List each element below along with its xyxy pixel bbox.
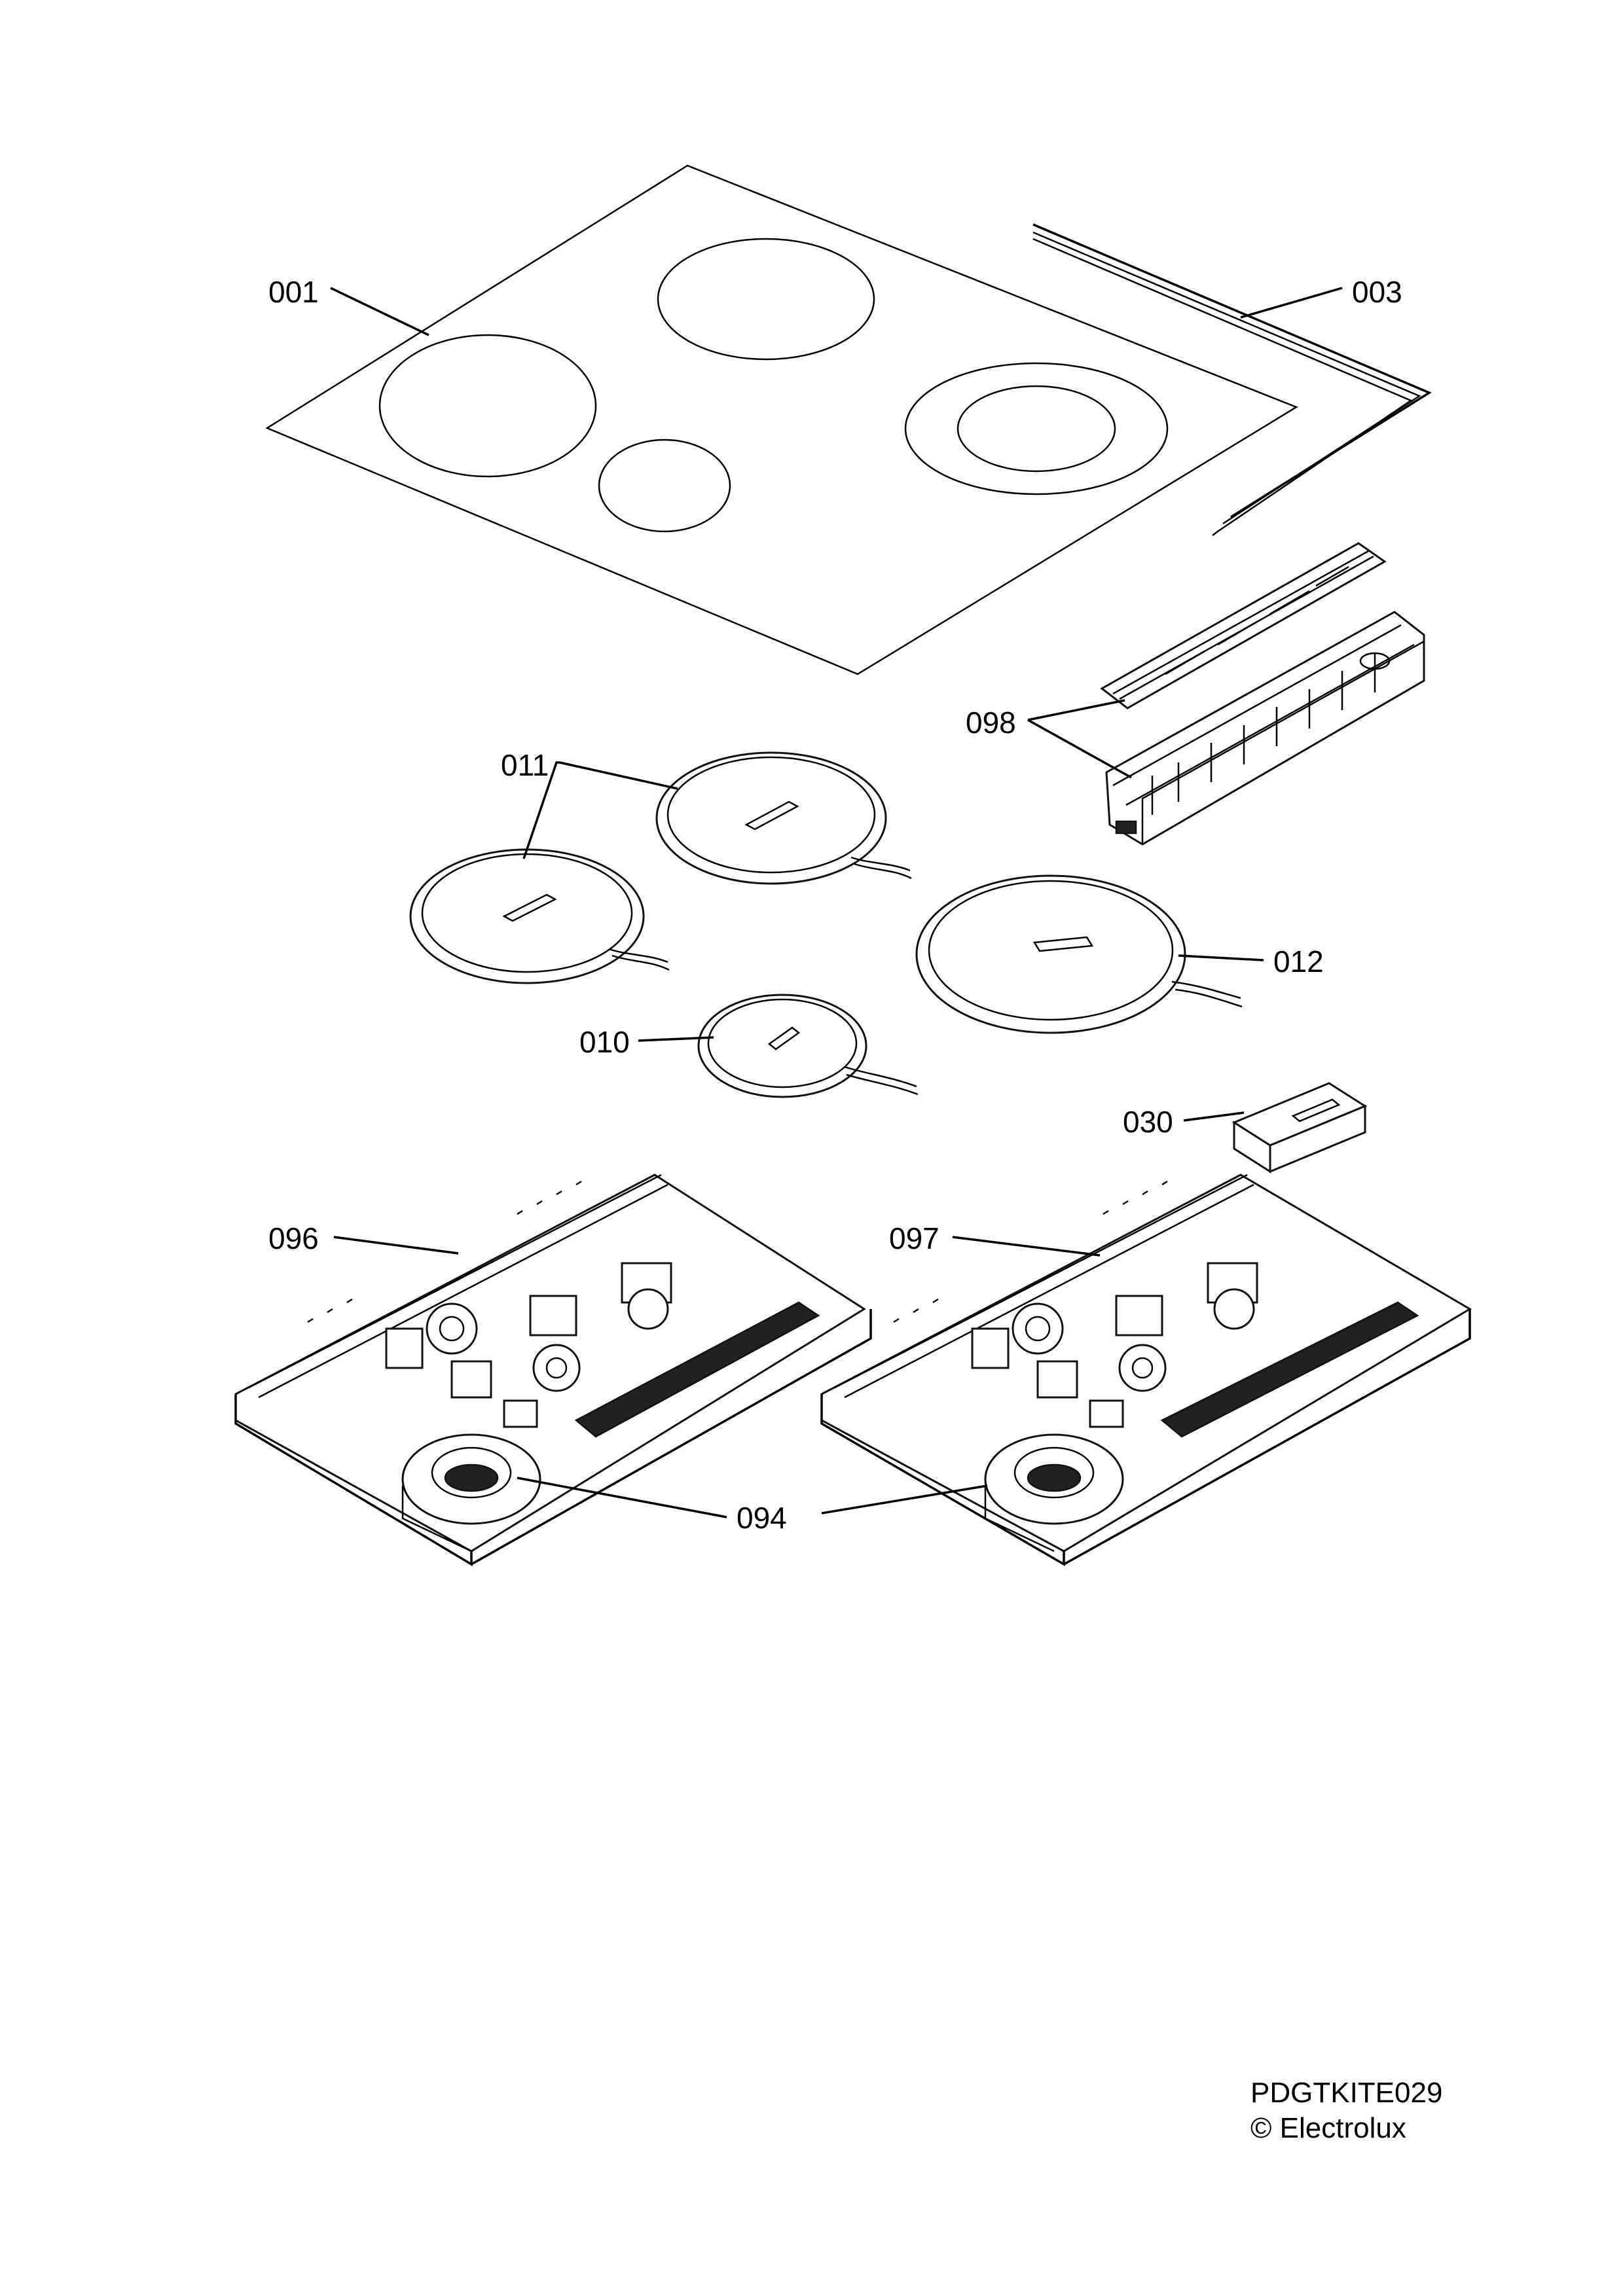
generator-tray-left — [234, 1174, 872, 1567]
label-010: 010 — [579, 1025, 630, 1059]
document-code: PDGTKITE029 — [1250, 2077, 1442, 2109]
label-097: 097 — [889, 1221, 939, 1255]
label-096: 096 — [268, 1221, 319, 1255]
hotplate-large — [915, 874, 1243, 1034]
leader-lines — [330, 287, 1343, 1518]
control-bracket — [1105, 611, 1425, 846]
label-001: 001 — [268, 275, 319, 309]
control-board — [1100, 542, 1387, 709]
label-011: 011 — [501, 748, 549, 782]
hotplate-medium-left — [409, 848, 670, 984]
footer: PDGTKITE029 © Electrolux — [1250, 2077, 1442, 2144]
generator-tray-right — [820, 1174, 1472, 1567]
label-094: 094 — [737, 1501, 787, 1535]
part-labels: 001 003 098 011 012 010 030 096 097 094 — [268, 275, 1402, 1535]
frame-profile — [1032, 223, 1432, 536]
hotplate-medium-right — [655, 751, 912, 885]
copyright: © Electrolux — [1250, 2112, 1406, 2144]
terminal-box — [1231, 1082, 1368, 1174]
hotplate-small — [697, 994, 919, 1098]
label-003: 003 — [1352, 275, 1402, 309]
label-012: 012 — [1273, 944, 1324, 978]
label-030: 030 — [1123, 1105, 1173, 1139]
glass-ceramic-hob — [265, 164, 1298, 675]
label-098: 098 — [966, 706, 1016, 740]
